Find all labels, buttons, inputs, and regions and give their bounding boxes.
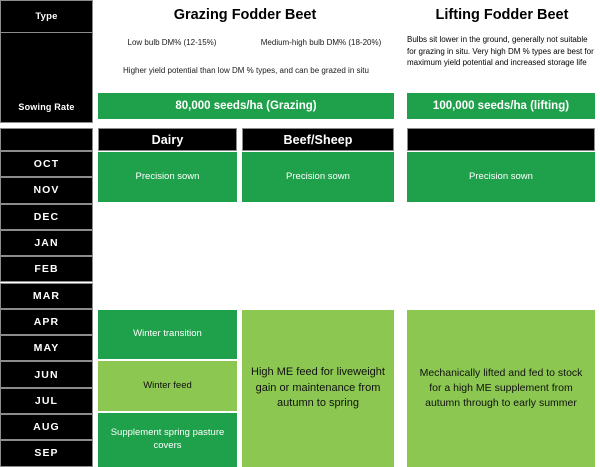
lifting-description-text: Bulbs sit lower in the ground, generally… xyxy=(407,35,594,68)
sowing-rate-grazing: 80,000 seeds/ha (Grazing) xyxy=(98,93,394,119)
block-beefsheep-precision-sown-text: Precision sown xyxy=(286,170,350,182)
month-cell-mar: MAR xyxy=(0,282,93,309)
block-lifting-mechanically-lifted-text: Mechanically lifted and fed to stock for… xyxy=(419,367,583,409)
block-dairy-winter-feed: Winter feed xyxy=(98,361,237,412)
block-dairy-supplement-spring-text: Supplement spring pasture covers xyxy=(110,427,225,451)
month-cell-label: APR xyxy=(33,315,60,328)
row-label-sowing-rate-text: Sowing Rate xyxy=(18,101,75,112)
month-cell-oct: OCT xyxy=(0,151,93,178)
month-cell-label: JUL xyxy=(34,394,59,407)
month-cell-label: NOV xyxy=(33,184,60,197)
grazing-yield-note-text: Higher yield potential than low DM % typ… xyxy=(123,66,369,76)
block-lifting-mechanically-lifted: Mechanically lifted and fed to stock for… xyxy=(407,310,595,467)
month-cell-may: MAY xyxy=(0,335,93,362)
sowing-rate-lifting: 100,000 seeds/ha (lifting) xyxy=(407,93,595,119)
month-cell-label: JAN xyxy=(34,237,59,250)
stock-header-dairy: Dairy xyxy=(98,128,237,151)
month-cell-jan: JAN xyxy=(0,229,93,257)
month-cell-label: FEB xyxy=(34,263,59,276)
month-cell-label: OCT xyxy=(33,158,60,171)
month-cell-label: SEP xyxy=(34,447,59,460)
block-lifting-precision-sown-text: Precision sown xyxy=(469,170,533,182)
grazing-subtype-medium-high-dm-text: Medium-high bulb DM% (18-20%) xyxy=(260,38,382,48)
stock-header-dairy-text: Dairy xyxy=(151,132,184,147)
column-title-lifting: Lifting Fodder Beet xyxy=(406,3,598,27)
block-dairy-supplement-spring: Supplement spring pasture covers xyxy=(98,413,237,467)
row-label-sowing-rate: Sowing Rate xyxy=(0,91,93,123)
block-dairy-winter-transition: Winter transition xyxy=(98,310,237,360)
grazing-yield-note: Higher yield potential than low DM % typ… xyxy=(98,64,394,78)
block-beefsheep-high-me-feed: High ME feed for liveweight gain or main… xyxy=(242,310,394,467)
column-title-grazing: Grazing Fodder Beet xyxy=(98,3,392,27)
block-dairy-winter-feed-text: Winter feed xyxy=(143,379,192,391)
stock-header-beef-sheep-text: Beef/Sheep xyxy=(283,132,353,147)
block-lifting-precision-sown: Precision sown xyxy=(407,152,595,202)
month-cell-jul: JUL xyxy=(0,387,93,414)
grazing-subtype-low-dm-text: Low bulb DM% (12-15%) xyxy=(127,38,217,48)
month-cell-label: JUN xyxy=(34,368,59,381)
lifting-description: Bulbs sit lower in the ground, generally… xyxy=(407,34,595,86)
grazing-subtype-medium-high-dm: Medium-high bulb DM% (18-20%) xyxy=(246,36,396,50)
block-dairy-precision-sown: Precision sown xyxy=(98,152,237,202)
block-beefsheep-precision-sown: Precision sown xyxy=(242,152,394,202)
month-cell-label: DEC xyxy=(33,210,60,223)
sowing-rate-lifting-text: 100,000 seeds/ha (lifting) xyxy=(432,100,570,112)
month-cell-dec: DEC xyxy=(0,203,93,230)
sowing-rate-grazing-text: 80,000 seeds/ha (Grazing) xyxy=(175,100,317,112)
stock-header-lifting xyxy=(407,128,595,151)
month-column-header xyxy=(0,128,93,151)
row-label-spacer xyxy=(0,33,93,91)
block-dairy-precision-sown-text: Precision sown xyxy=(135,170,200,182)
block-dairy-winter-transition-text: Winter transition xyxy=(133,328,202,340)
column-title-grazing-text: Grazing Fodder Beet xyxy=(173,7,317,23)
month-cell-aug: AUG xyxy=(0,414,93,441)
month-cell-label: AUG xyxy=(33,421,60,434)
month-cell-feb: FEB xyxy=(0,256,93,283)
block-beefsheep-high-me-feed-text: High ME feed for liveweight gain or main… xyxy=(251,366,385,410)
month-cell-apr: APR xyxy=(0,308,93,336)
month-cell-label: MAY xyxy=(33,342,60,355)
row-label-type: Type xyxy=(0,0,93,33)
row-label-type-text: Type xyxy=(35,11,58,22)
month-cell-sep: SEP xyxy=(0,440,93,467)
month-cell-label: MAR xyxy=(32,289,61,302)
stock-header-beef-sheep: Beef/Sheep xyxy=(242,128,394,151)
column-title-lifting-text: Lifting Fodder Beet xyxy=(435,7,569,23)
month-cell-jun: JUN xyxy=(0,361,93,388)
grazing-subtype-low-dm: Low bulb DM% (12-15%) xyxy=(98,36,246,50)
month-cell-nov: NOV xyxy=(0,177,93,204)
